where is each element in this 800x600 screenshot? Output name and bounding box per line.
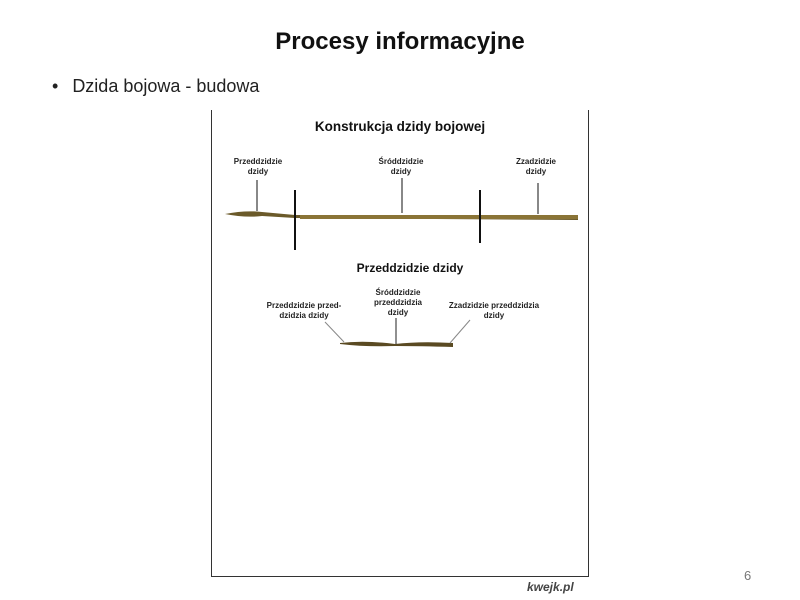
label-front: Przeddzidzie dzidy xyxy=(233,157,283,176)
bullet-text: Dzida bojowa - budowa xyxy=(72,76,260,96)
label-middle: Śróddzidzie dzidy xyxy=(378,157,424,176)
bullet-dot: • xyxy=(52,76,59,96)
diagram-title: Konstrukcja dzidy bojowej xyxy=(314,119,486,134)
diagram-subtitle: Przeddzidzie dzidy xyxy=(356,261,464,275)
spear-diagram-image xyxy=(211,110,589,577)
bullet-item: • Dzida bojowa - budowa xyxy=(52,76,259,97)
slide-title: Procesy informacyjne xyxy=(275,28,525,55)
small-spear xyxy=(324,318,471,347)
label-rear: Zzadzidzie dzidy xyxy=(515,157,556,176)
watermark: kwejk.pl xyxy=(527,580,574,594)
pointer-lines xyxy=(256,178,539,250)
sublabel-rear: Zzadzidzie przeddzidzia dzidy xyxy=(448,301,540,320)
sublabel-front: Przeddzidzie przed-dzidzia dzidy xyxy=(266,301,342,320)
main-spear xyxy=(225,211,578,220)
page-number: 6 xyxy=(744,568,752,583)
sublabel-middle: Śróddzidzie przeddzidzia dzidy xyxy=(373,288,422,317)
